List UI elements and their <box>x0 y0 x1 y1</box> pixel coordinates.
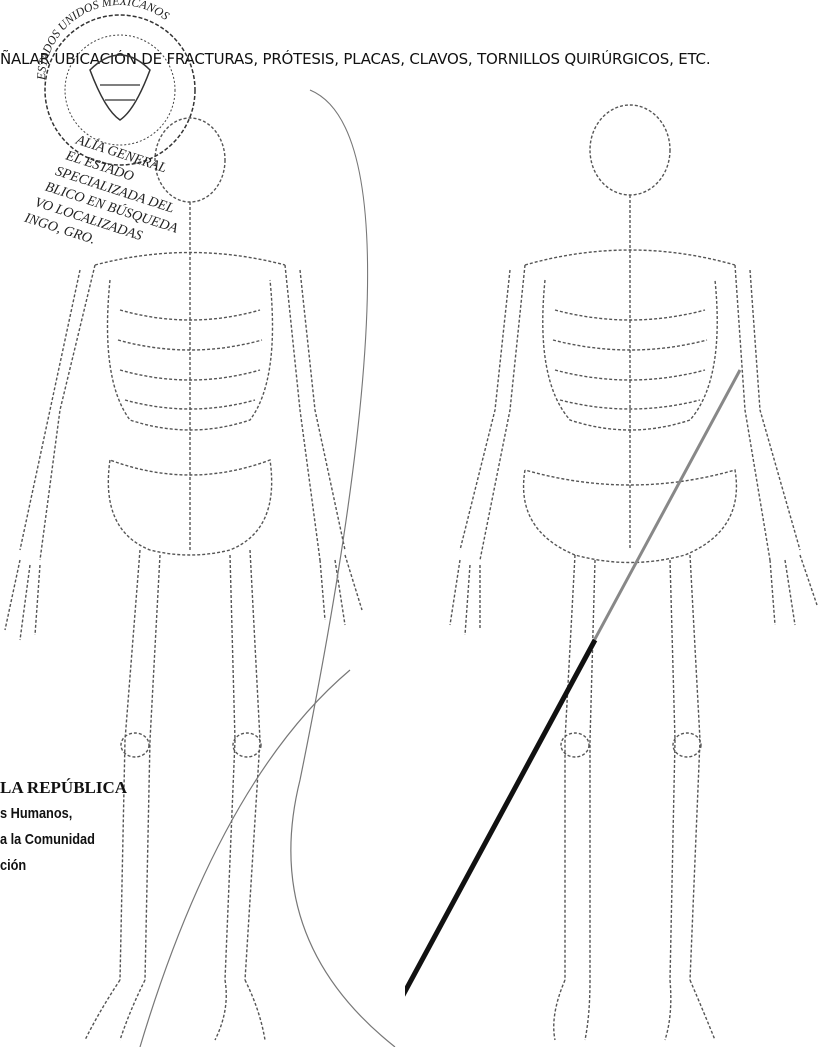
left-text-block: LA REPÚBLICA s Humanos, a la Comunidad c… <box>0 775 175 879</box>
left-line-4: ción <box>0 853 149 879</box>
back-skeleton-diagram <box>405 80 825 1047</box>
left-line-1: LA REPÚBLICA <box>0 775 175 801</box>
left-line-3: a la Comunidad <box>0 827 149 853</box>
left-line-2: s Humanos, <box>0 801 149 827</box>
seal-arc-text: ESTADOS UNIDOS MEXICANOS <box>34 0 172 81</box>
svg-text:ESTADOS UNIDOS MEXICANOS: ESTADOS UNIDOS MEXICANOS <box>34 0 172 81</box>
official-seal-stamp: ESTADOS UNIDOS MEXICANOS ALÍA GENERAL EL… <box>20 0 220 280</box>
